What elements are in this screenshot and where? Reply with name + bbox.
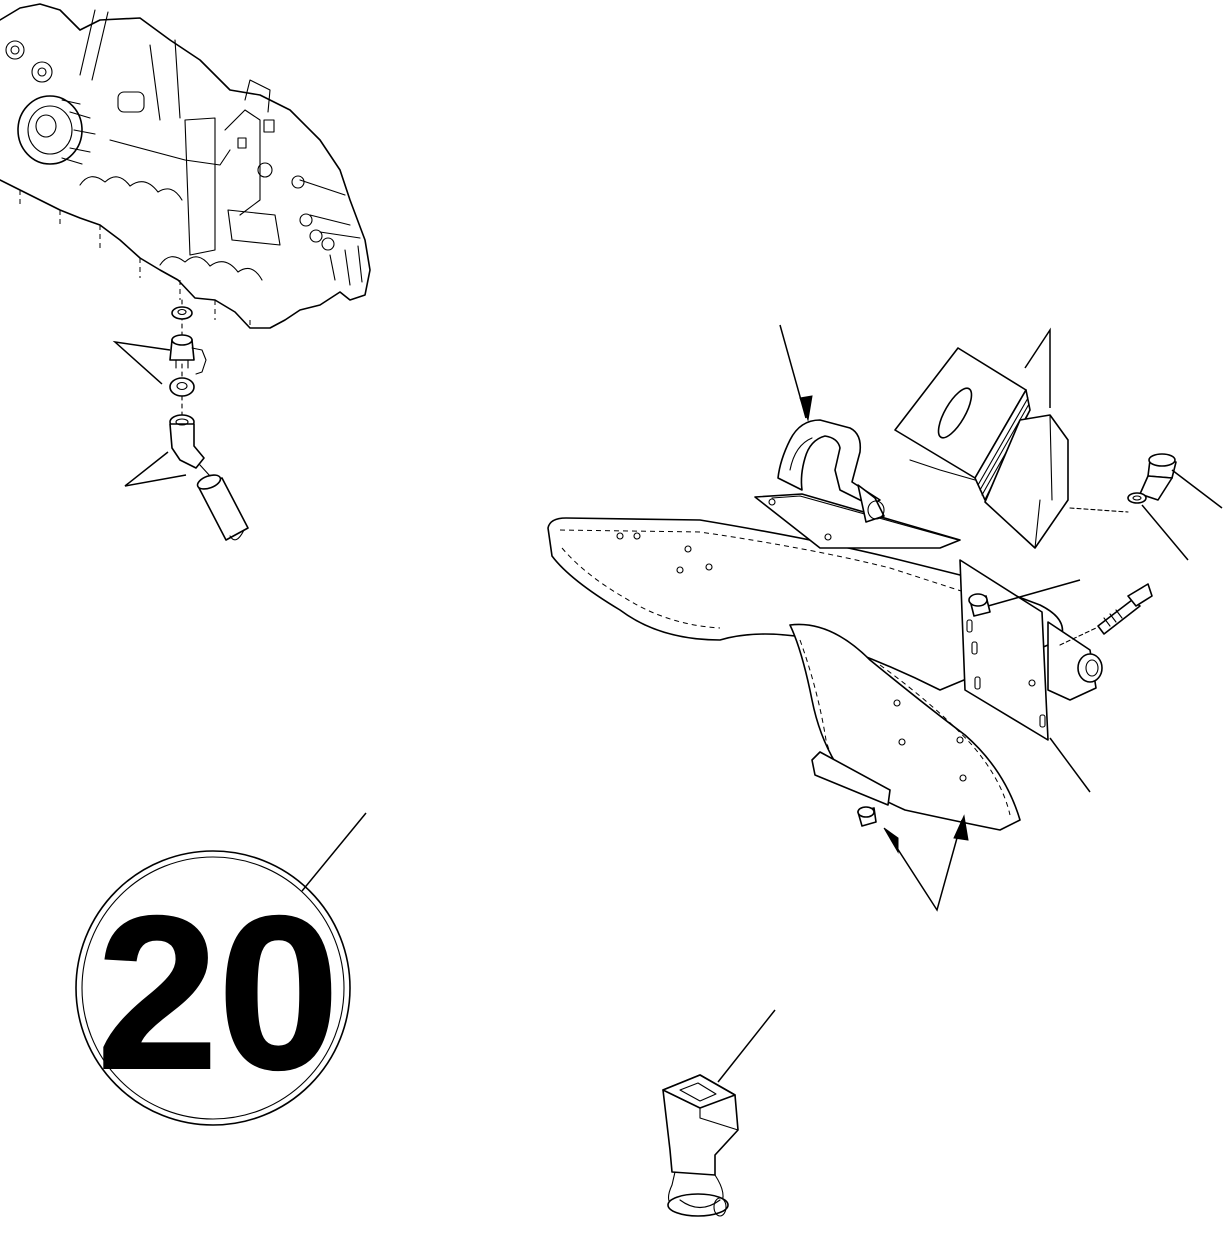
engine-block <box>0 3 371 329</box>
mounting-bracket <box>754 419 1103 741</box>
drain-hose <box>124 414 249 541</box>
bolt-and-washer <box>1069 453 1223 561</box>
speed-limit-sign: 20 <box>75 812 367 1126</box>
drain-valve-assembly <box>112 299 207 431</box>
wheel-chock <box>894 327 1069 549</box>
mud-guard <box>547 517 1064 831</box>
callout-arrows <box>779 324 969 912</box>
long-bolt <box>1059 583 1153 646</box>
tail-lamp-connector <box>662 1009 776 1217</box>
nut <box>857 579 1091 827</box>
speed-sign-value: 20 <box>97 872 339 1115</box>
